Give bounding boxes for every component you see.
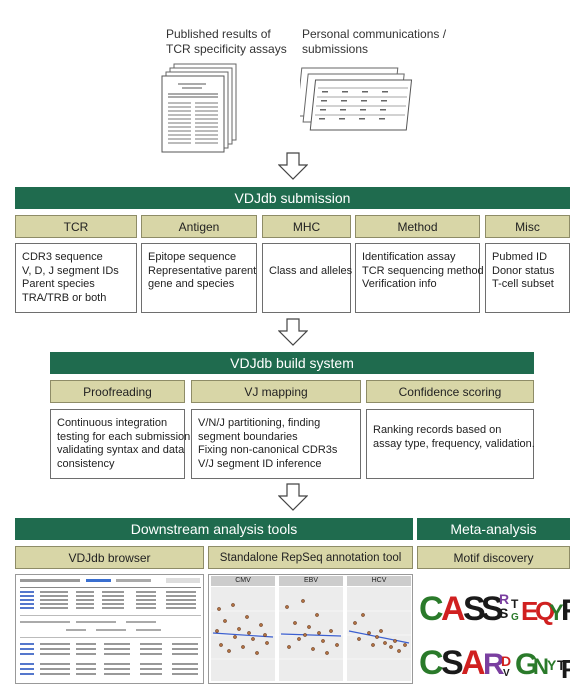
motif-row1-e: E xyxy=(521,596,538,626)
submission-item: TCR sequencing method xyxy=(362,264,484,277)
downstream-title-bar: Downstream analysis tools xyxy=(15,518,413,540)
build-header-confidence: Confidence scoring xyxy=(366,380,534,403)
svg-text:R: R xyxy=(499,591,509,607)
source-published-line1: Published results of xyxy=(166,27,271,41)
browser-table-graphic xyxy=(20,578,201,675)
panel-label-hcv: HCV xyxy=(347,576,411,586)
build-item: Fixing non-canonical CDR3s xyxy=(198,444,338,456)
submission-box-tcr: CDR3 sequence V, D, J segment IDs Parent… xyxy=(15,243,137,313)
panel-label-ebv: EBV xyxy=(279,576,343,586)
submission-box-method: Identification assay TCR sequencing meth… xyxy=(355,243,484,313)
build-box-proofreading: Continuous integration testing for each … xyxy=(50,409,194,479)
svg-text:D: D xyxy=(501,653,511,669)
submission-item: Representative parent xyxy=(148,264,257,277)
vdjdb-browser-screenshot xyxy=(15,574,204,684)
tool-header-motif: Motif discovery xyxy=(417,546,570,569)
motif-row2-r: R xyxy=(483,648,505,681)
source-published-line2: TCR specificity assays xyxy=(166,42,287,56)
flow-arrow-icon xyxy=(278,152,308,180)
submission-item: Verification info xyxy=(362,278,437,290)
build-item: Continuous integration xyxy=(57,417,168,429)
source-personal-line1: Personal communications / xyxy=(302,27,447,41)
submission-item: TRA/TRB or both xyxy=(22,291,107,304)
svg-text:N: N xyxy=(533,654,549,679)
source-published-label: Published results of TCR specificity ass… xyxy=(166,27,296,57)
submission-title-bar: VDJdb submission xyxy=(15,187,570,209)
build-item: V/J segment ID inference xyxy=(198,457,322,470)
svg-text:Y: Y xyxy=(549,600,564,625)
svg-text:V: V xyxy=(503,668,510,679)
flow-arrow-icon xyxy=(278,318,308,346)
submission-item: Epitope sequence xyxy=(148,251,237,263)
svg-text:T: T xyxy=(557,657,566,673)
submission-item: Donor status xyxy=(492,264,555,277)
submission-item: Parent species xyxy=(22,278,95,290)
motif-row2-s: S xyxy=(441,644,464,682)
submission-header-method: Method xyxy=(355,215,480,238)
build-item: segment boundaries xyxy=(198,430,298,443)
submission-box-antigen: Epitope sequence Representative parent g… xyxy=(141,243,257,313)
submission-item: T-cell subset xyxy=(492,278,554,290)
motif-row1-s: S xyxy=(463,590,486,628)
tool-header-repseq: Standalone RepSeq annotation tool xyxy=(208,546,413,569)
panel-label-cmv: CMV xyxy=(211,576,275,586)
submission-box-mhc: Class and alleles xyxy=(262,243,353,313)
motif-row1-a: A xyxy=(441,590,466,628)
submission-header-misc: Misc xyxy=(485,215,570,238)
submission-item: Identification assay xyxy=(362,251,456,263)
build-item: validating syntax and data xyxy=(57,444,185,456)
submission-header-mhc: MHC xyxy=(262,215,351,238)
submission-item: CDR3 sequence xyxy=(22,251,103,263)
source-personal-line2: submissions xyxy=(302,42,369,56)
svg-text:Y: Y xyxy=(547,657,557,673)
motif-row1-c: C xyxy=(419,590,444,628)
submission-header-antigen: Antigen xyxy=(141,215,257,238)
build-item: Ranking records based on xyxy=(373,424,502,436)
svg-text:G: G xyxy=(511,612,519,623)
svg-text:F: F xyxy=(561,654,570,684)
repseq-annotation-plot: CMV EBV HCV xyxy=(208,574,413,684)
submission-item: V, D, J segment IDs xyxy=(22,264,119,277)
svg-text:F: F xyxy=(561,594,570,627)
build-box-vj-mapping: V/N/J partitioning, finding segment boun… xyxy=(191,409,361,479)
submission-tables-icon xyxy=(300,67,413,131)
submission-item: Pubmed ID xyxy=(492,251,548,263)
published-papers-icon xyxy=(161,63,237,153)
svg-text:G: G xyxy=(515,648,538,681)
motif-logo-graphic: C A S S R S T G E Q Y F C S A R D V G N … xyxy=(417,574,570,684)
motif-row2-c: C xyxy=(419,644,444,682)
build-header-vj-mapping: VJ mapping xyxy=(191,380,361,403)
tool-header-browser: VDJdb browser xyxy=(15,546,204,569)
meta-title-bar: Meta-analysis xyxy=(417,518,570,540)
build-header-proofreading: Proofreading xyxy=(50,380,185,403)
build-title-bar: VDJdb build system xyxy=(50,352,534,374)
svg-text:Q: Q xyxy=(535,596,555,626)
motif-row2-a: A xyxy=(461,644,486,682)
build-item: V/N/J partitioning, finding xyxy=(198,417,321,429)
build-item: consistency xyxy=(57,457,115,470)
motif-row1-s2: S xyxy=(481,590,504,628)
scatter-panels-graphic xyxy=(211,587,411,681)
svg-text:S: S xyxy=(499,605,508,621)
build-box-confidence: Ranking records based on assay type, fre… xyxy=(366,409,535,479)
svg-text:T: T xyxy=(511,597,519,611)
submission-box-misc: Pubmed ID Donor status T-cell subset xyxy=(485,243,570,313)
build-item: testing for each submission: xyxy=(57,430,194,443)
source-personal-label: Personal communications / submissions xyxy=(302,27,472,57)
build-item: assay type, frequency, validation. xyxy=(373,437,535,450)
submission-item: Class and alleles xyxy=(269,265,353,277)
submission-item: gene and species xyxy=(148,278,235,290)
flow-arrow-icon xyxy=(278,483,308,511)
submission-header-tcr: TCR xyxy=(15,215,137,238)
